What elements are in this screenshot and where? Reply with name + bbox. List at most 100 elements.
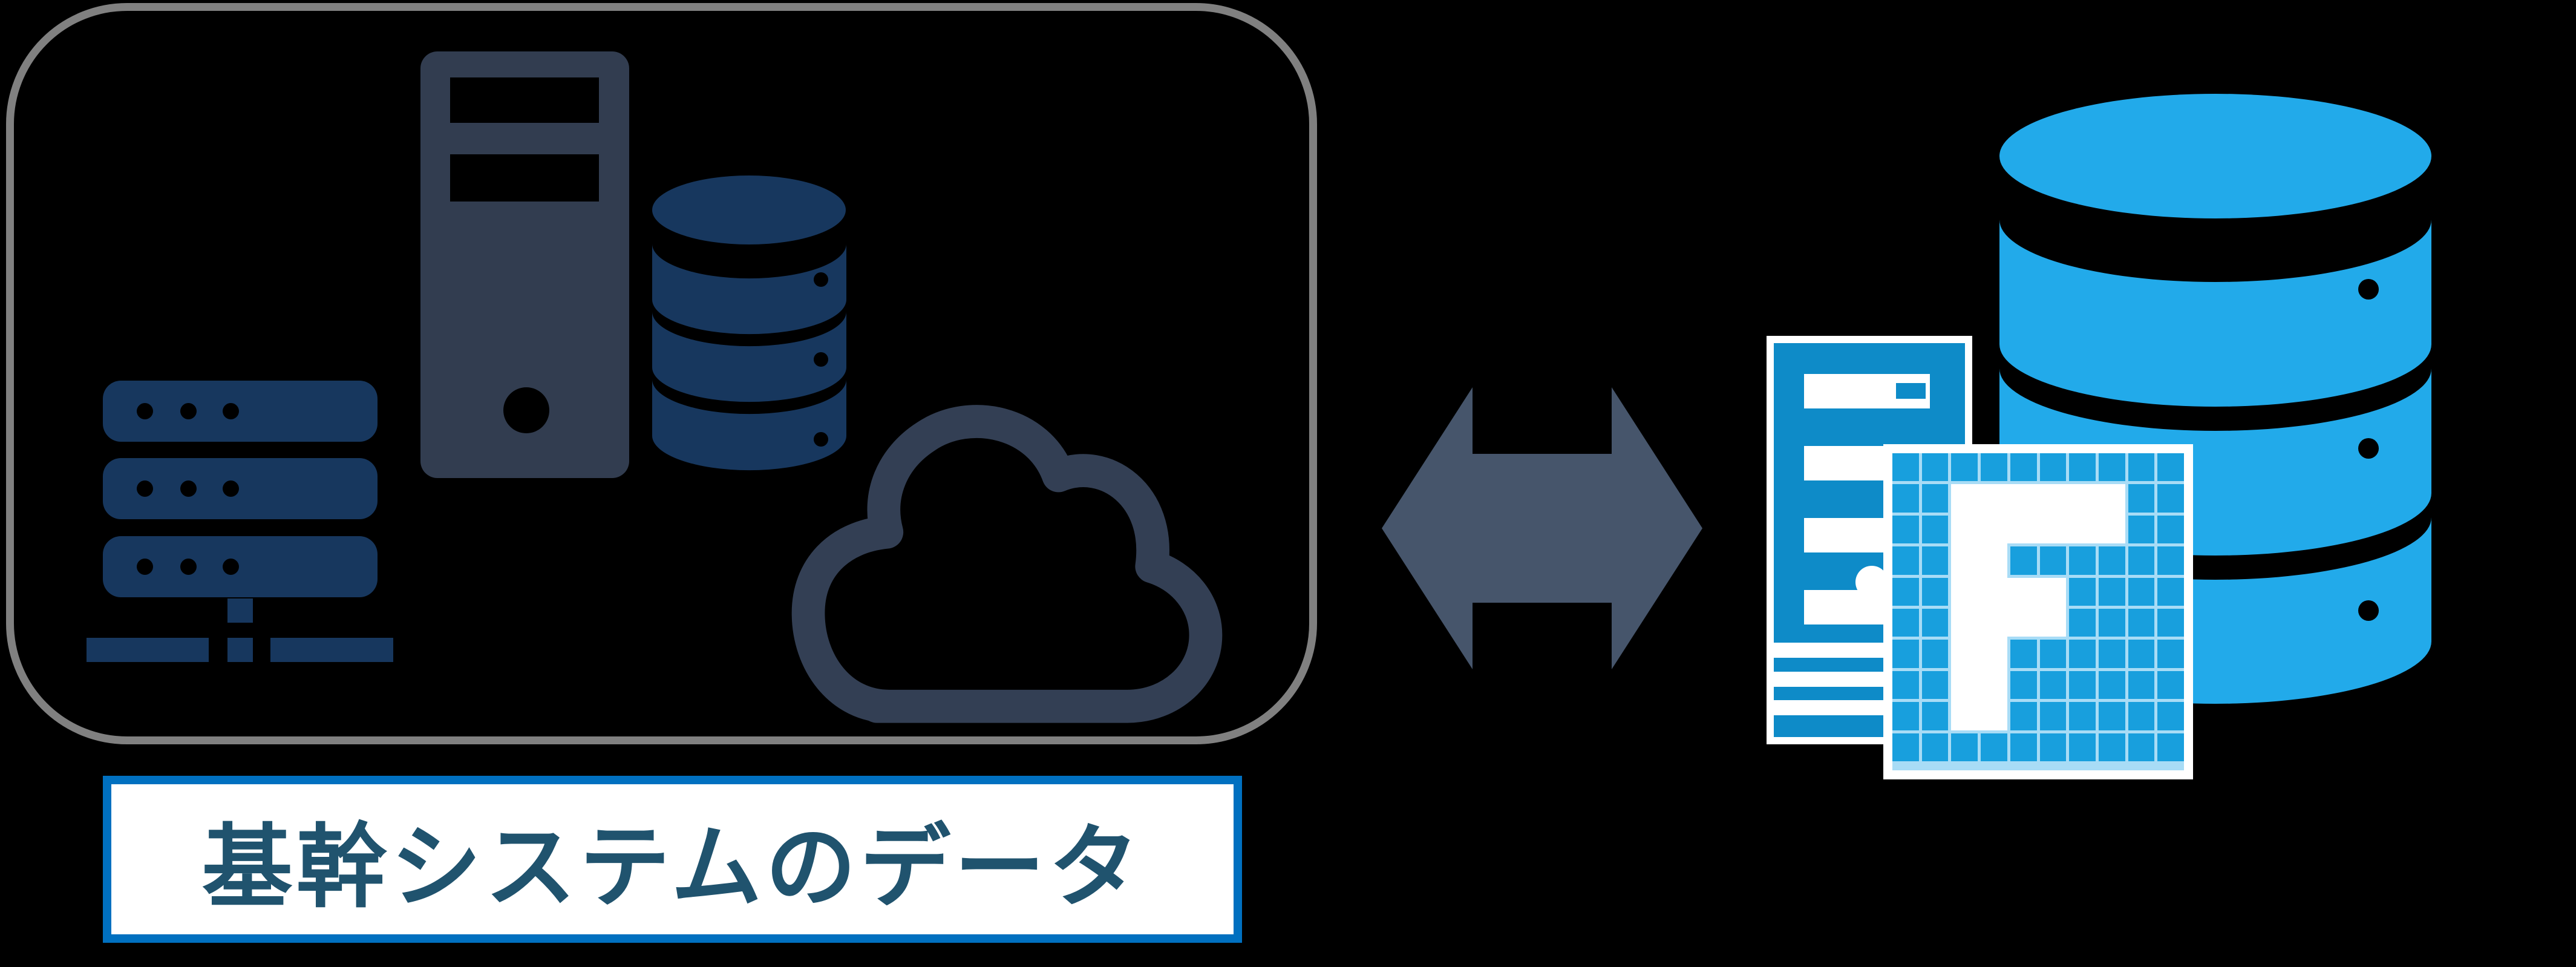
rack-led-dot	[180, 559, 197, 575]
tile-square	[2069, 577, 2096, 606]
rack-base-segment	[270, 638, 393, 662]
tile-square	[2098, 640, 2125, 668]
tile-square	[2098, 546, 2125, 575]
tile-square	[2098, 670, 2125, 700]
tile-square	[2010, 640, 2037, 668]
tile-square	[2157, 702, 2184, 730]
tile-square	[2157, 609, 2184, 637]
cloud-icon	[791, 405, 1223, 723]
server-slot	[1804, 374, 1930, 408]
rack-led-dot	[223, 403, 239, 419]
db-dot	[814, 432, 828, 447]
tile-square	[1892, 640, 1919, 668]
tile-square	[2157, 640, 2184, 668]
tile-square	[2157, 577, 2184, 606]
tile-square	[1951, 733, 1978, 761]
db-dot	[814, 352, 828, 367]
tile-square	[2069, 640, 2096, 668]
core-systems-group-box	[6, 3, 1317, 744]
bidirectional-arrow-icon	[1382, 387, 1702, 669]
tile-square	[1892, 484, 1919, 513]
tile-square	[2128, 670, 2155, 700]
tile-square	[1892, 577, 1919, 606]
tile-square	[1921, 515, 1949, 544]
tile-square	[2039, 702, 2067, 730]
rack-shelf	[103, 381, 378, 442]
tower-pc-icon	[420, 51, 629, 478]
tile-square	[2010, 453, 2037, 482]
rack-led-dot	[180, 480, 197, 497]
rack-stem	[227, 598, 253, 623]
tile-square	[2039, 453, 2067, 482]
tile-square	[2128, 515, 2155, 544]
tile-square	[1921, 484, 1949, 513]
tile-square	[2069, 670, 2096, 700]
caption-box: 基幹システムのデータ	[103, 776, 1242, 943]
tile-square	[2157, 733, 2184, 761]
tile-square	[1921, 577, 1949, 606]
tile-square	[2098, 609, 2125, 637]
tile-square	[1892, 453, 1919, 482]
rack-led-dot	[223, 480, 239, 497]
db-dot	[814, 272, 828, 287]
tile-square	[1892, 546, 1919, 575]
tile-square	[1921, 733, 1949, 761]
server-power-dot	[1855, 566, 1888, 598]
tile-square	[1921, 640, 1949, 668]
tile-square	[1892, 733, 1919, 761]
tile-square	[2128, 577, 2155, 606]
tile-square	[1892, 609, 1919, 637]
f-tile-grid	[1892, 453, 2184, 770]
server-slot-tab	[1896, 383, 1926, 399]
tile-square	[2069, 453, 2096, 482]
rack-led-dot	[137, 559, 153, 575]
tile-square	[1892, 702, 1919, 730]
tile-square	[1892, 515, 1919, 544]
db-dot	[2358, 438, 2379, 459]
tile-square	[2039, 640, 2067, 668]
tile-square	[1921, 453, 1949, 482]
database-cylinder-icon	[652, 175, 846, 471]
tile-square	[2010, 670, 2037, 700]
tile-square	[2069, 702, 2096, 730]
filemaker-tile-icon	[1883, 444, 2193, 779]
tile-square	[2157, 546, 2184, 575]
tile-square	[2010, 702, 2037, 730]
tile-square	[2069, 546, 2096, 575]
tile-square	[1951, 453, 1978, 482]
rack-led-dot	[137, 480, 153, 497]
tile-square	[1892, 670, 1919, 700]
tile-square	[2128, 546, 2155, 575]
rack-base-segment	[227, 638, 253, 662]
tile-square	[1981, 733, 2007, 761]
db-dot	[2358, 279, 2379, 300]
tile-square	[1921, 702, 1949, 730]
tile-square	[2098, 733, 2125, 761]
tile-square	[2157, 515, 2184, 544]
rack-led-dot	[223, 559, 239, 575]
tile-square	[2010, 733, 2037, 761]
tower-drive-slot	[450, 77, 599, 123]
tile-square	[2098, 702, 2125, 730]
rack-base-segment	[87, 638, 209, 662]
rack-shelf	[103, 458, 378, 519]
tile-square	[2069, 609, 2096, 637]
tile-square	[1921, 546, 1949, 575]
tile-square	[2128, 453, 2155, 482]
tower-power-button	[503, 387, 549, 433]
tile-square	[2039, 670, 2067, 700]
tile-square	[2128, 733, 2155, 761]
tile-square	[1981, 453, 2007, 482]
tower-drive-slot	[450, 154, 599, 202]
tile-square	[2010, 546, 2037, 575]
tile-square	[1921, 609, 1949, 637]
tile-square	[2128, 609, 2155, 637]
caption-label: 基幹システムのデータ	[201, 815, 1143, 920]
tile-square	[2128, 484, 2155, 513]
tile-square	[2039, 733, 2067, 761]
tile-square	[2039, 546, 2067, 575]
tile-square	[2098, 577, 2125, 606]
tile-square	[1921, 670, 1949, 700]
f-letter-segment	[1951, 577, 2067, 637]
